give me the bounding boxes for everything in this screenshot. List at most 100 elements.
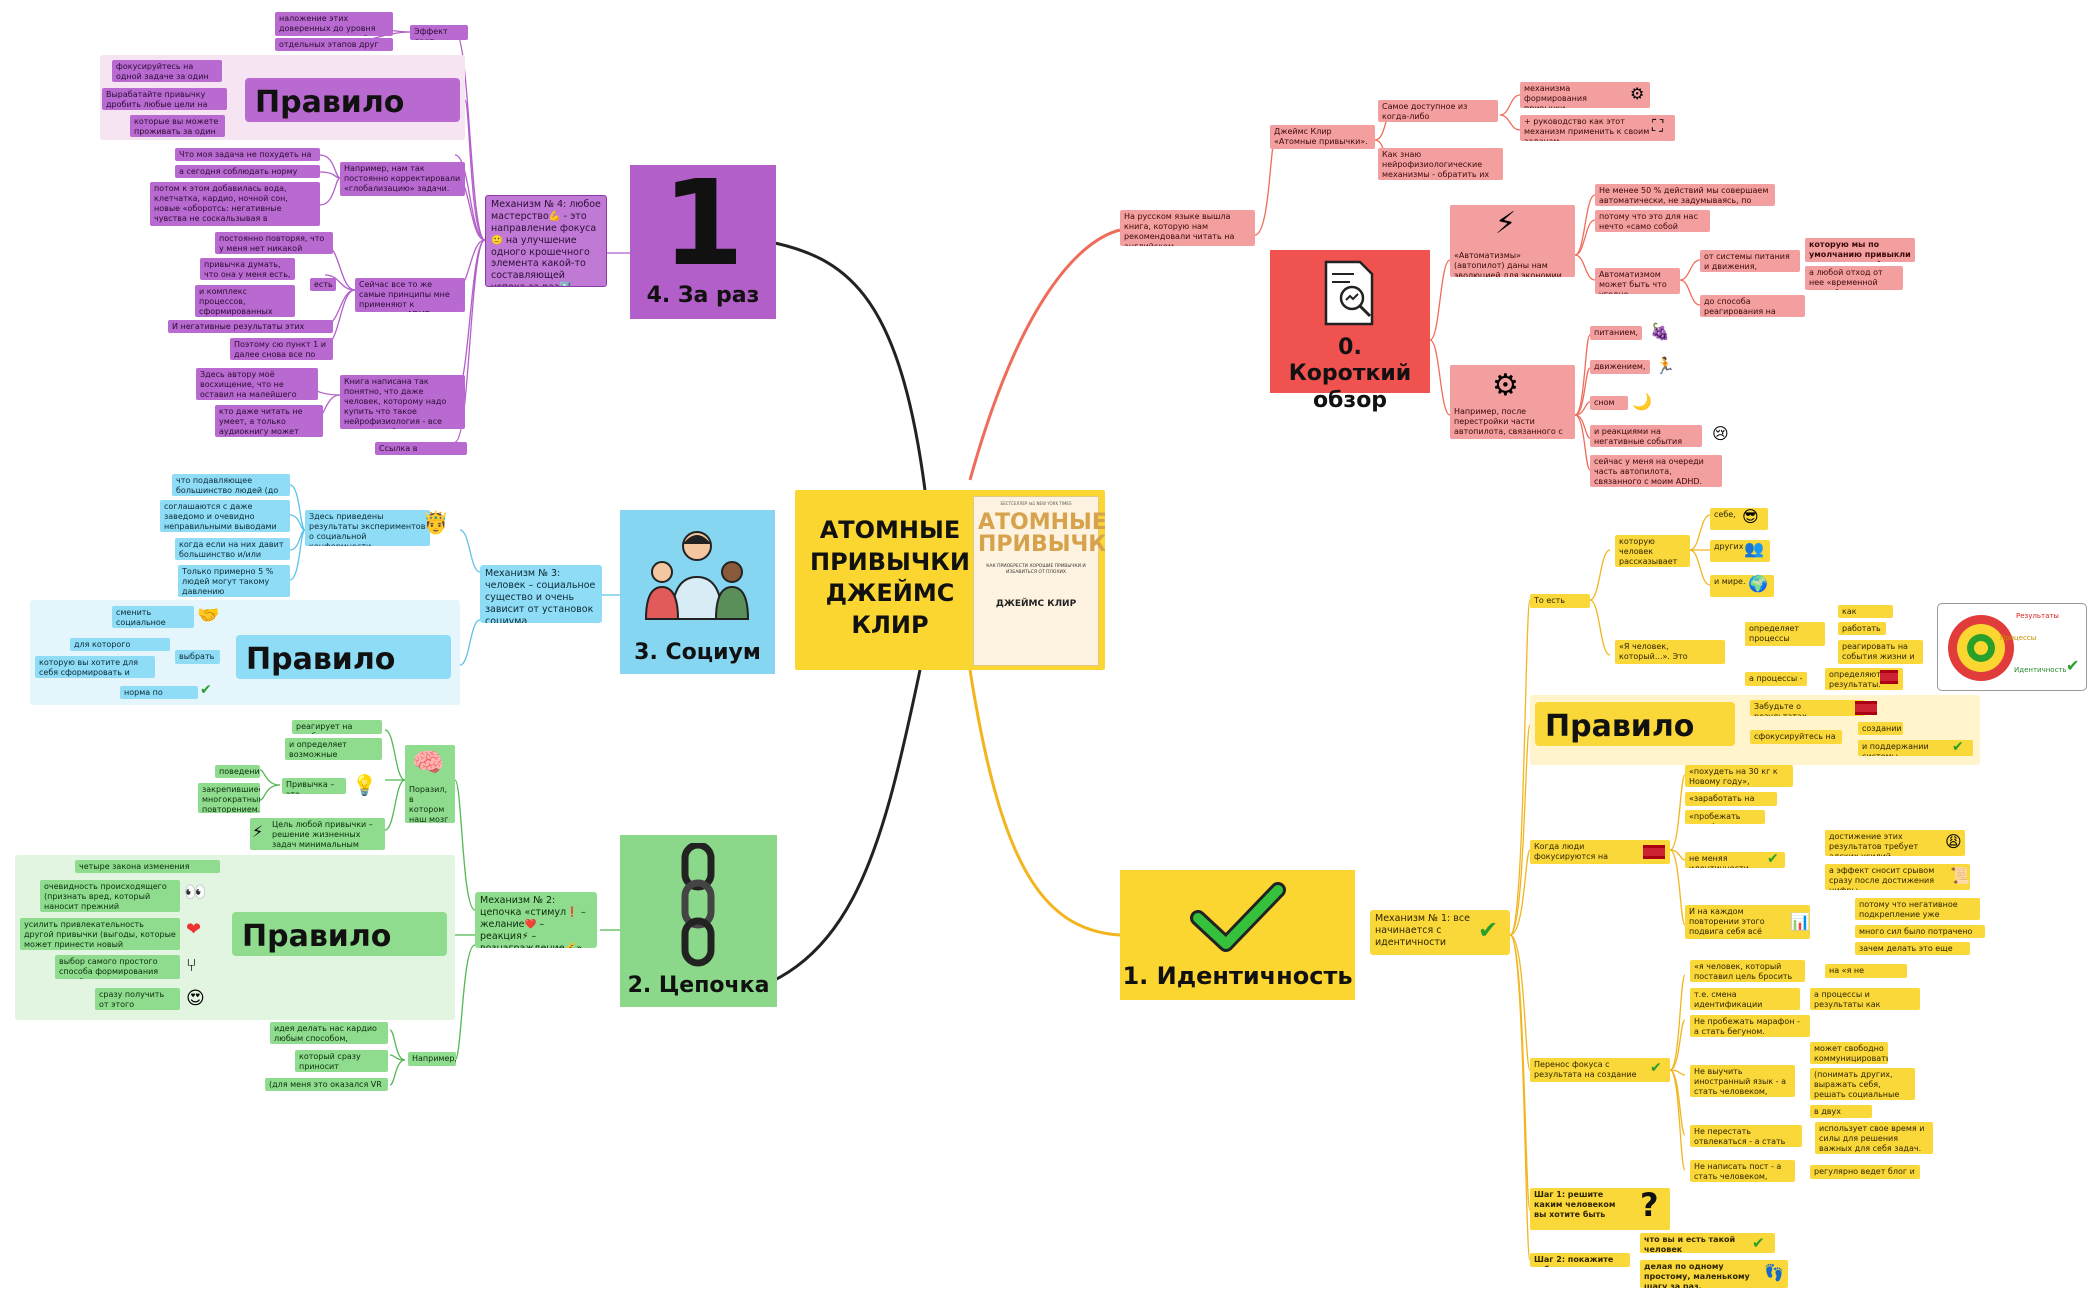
topic-2-chain[interactable]: 2. Цепочка: [620, 835, 777, 1007]
stories-item-2[interactable]: себе,: [1710, 508, 1768, 530]
focus-item-1[interactable]: «похудеть на 30 кг к Новому году»,: [1685, 765, 1793, 787]
example-4-item-2[interactable]: а сегодня соблюдать норму протеина,: [175, 165, 320, 178]
stories-item-3[interactable]: других: [1710, 540, 1770, 562]
example-0-item-2[interactable]: движением,: [1590, 360, 1650, 374]
results-item-3[interactable]: когда если на них давит большинство и/ил…: [175, 538, 290, 560]
rule-1-item-4[interactable]: и поддержании системы: [1858, 740, 1973, 756]
brain-item-5[interactable]: Привычка – это: [282, 778, 346, 794]
results-item-2[interactable]: соглашаются с даже заведомо и очевидно н…: [160, 500, 290, 532]
focus-item-8[interactable]: потому что негативное подкрепление уже с…: [1855, 898, 1980, 920]
shift-item-10[interactable]: Не перестать отвлекаться - а стать челов…: [1690, 1125, 1802, 1147]
book-item-1[interactable]: Здесь автору моё восхищение, что не оста…: [196, 368, 318, 400]
focus-item-10[interactable]: зачем делать это еще раз.: [1855, 942, 1970, 955]
rule-2-item-1[interactable]: четыре закона изменения поведения:: [75, 860, 220, 873]
results-header[interactable]: Здесь приведены результаты экспериментов…: [305, 510, 430, 546]
example-header-4[interactable]: Например, нам так постоянно корректирова…: [340, 162, 465, 196]
shift-header[interactable]: Перенос фокуса с результата на создание …: [1530, 1058, 1670, 1082]
adhd-item-6[interactable]: Поэтому сю пункт 1 и далее снова все по …: [230, 338, 333, 360]
example-4-item-1[interactable]: Что моя задача не похудеть на 60 кг -: [175, 148, 320, 161]
step-2[interactable]: Шаг 2: покажите себе,: [1530, 1253, 1630, 1267]
brain-item-1[interactable]: реагирует на проблемы: [292, 720, 382, 734]
stories-item-8[interactable]: работать: [1838, 622, 1886, 635]
comments-link[interactable]: Ссылка в комментарии: [375, 442, 467, 455]
focus-item-4[interactable]: не меняя идентичности -: [1685, 852, 1785, 868]
rule-3-item-3[interactable]: для которого системы,: [70, 638, 170, 651]
focus-item-2[interactable]: «заработать на квартиру»,: [1685, 792, 1777, 806]
rule-4-item-3[interactable]: которые вы можете проживать за один раз.: [130, 115, 225, 137]
rule-2-item-4[interactable]: выбор самого простого способа формирован…: [55, 955, 180, 979]
shift-item-11[interactable]: использует свое время и силы для решения…: [1815, 1122, 1933, 1154]
topic-0-overview[interactable]: 0. Короткий обзор: [1270, 250, 1430, 413]
stories-item-9[interactable]: реагировать на события жизни и т.д.: [1838, 640, 1923, 664]
topic-1-identity[interactable]: 1. Идентичность: [1120, 870, 1355, 1000]
author-sub-2[interactable]: + руководство как этот механизм применит…: [1520, 115, 1675, 141]
example-0-item-3[interactable]: сном: [1590, 396, 1628, 410]
auto-item-1[interactable]: Не менее 50 % действий мы совершаем авто…: [1595, 184, 1775, 206]
shift-item-7[interactable]: может свободно коммуницировать: [1810, 1042, 1888, 1064]
shift-item-9[interactable]: в двух культурах.: [1810, 1105, 1872, 1118]
step-2-item-2[interactable]: делая по одному простому, маленькому шаг…: [1640, 1260, 1788, 1288]
mechanism-3[interactable]: Механизм № 3: человек – социальное сущес…: [480, 565, 602, 623]
step-2-item-1[interactable]: что вы и есть такой человек: [1640, 1233, 1775, 1253]
brain-item-6[interactable]: Цель любой привычки – решение жизненных …: [250, 818, 385, 850]
topic-3-socium[interactable]: 3. Социум: [620, 510, 775, 674]
focus-item-9[interactable]: много сил было потрачено зря,: [1855, 925, 1985, 938]
overview-intro[interactable]: На русском языке вышла книга, которую на…: [1120, 210, 1255, 246]
mechanism-4[interactable]: Механизм № 4: любое мастерство💪 - это на…: [485, 195, 607, 287]
example-2-item-3[interactable]: (для меня это оказался VR фитнес): [265, 1078, 388, 1091]
example-2-item-1[interactable]: идея делать нас кардио любым способом,: [270, 1022, 388, 1044]
adhd-header[interactable]: Сейчас все то же самые принципы мне прим…: [355, 278, 465, 312]
example-header-2[interactable]: Например,: [408, 1052, 456, 1066]
rule-2-title[interactable]: Правило № 2:: [232, 912, 447, 956]
stories-item-4[interactable]: и мире.: [1710, 575, 1774, 597]
rule-4-item-2[interactable]: Вырабатайте привычку дробить любые цели …: [102, 88, 227, 110]
shift-item-13[interactable]: регулярно ведет блог и т.д.: [1810, 1165, 1920, 1179]
auto-item-2[interactable]: потому что это для нас нечто «само собой…: [1595, 210, 1710, 232]
step-1[interactable]: Шаг 1: решите каким человеком вы хотите …: [1530, 1188, 1670, 1230]
adhd-item-3[interactable]: есть: [310, 278, 336, 291]
results-item-4[interactable]: Только примерно 5 % людей могут такому д…: [178, 565, 290, 597]
shift-item-12[interactable]: Не написать пост - а стать человеком, ко…: [1690, 1160, 1795, 1182]
rule-3-item-5[interactable]: норма по умолчанию: [120, 686, 198, 699]
rule-2-item-2[interactable]: очевидность происходящего (признать вред…: [40, 880, 180, 912]
shift-item-5[interactable]: Не пробежать марафон - а стать бегуном.: [1690, 1015, 1810, 1037]
brain-item-2[interactable]: и определяет возможные решения.: [285, 738, 382, 760]
results-item-1[interactable]: что подавляющее большинство людей (до 95…: [172, 474, 290, 496]
rule-1-item-3[interactable]: создании: [1858, 722, 1903, 735]
example-0-item-1[interactable]: питанием,: [1590, 326, 1642, 340]
shift-item-3[interactable]: т.е. смена идентификации сначала,: [1690, 988, 1800, 1010]
author-item-2[interactable]: Как знаю нейрофизиологические механизмы …: [1378, 148, 1503, 180]
central-topic[interactable]: АТОМНЫЕ ПРИВЫЧКИ ДЖЕЙМС КЛИР БЕСТСЕЛЛЕР …: [795, 490, 1105, 670]
stories-item-5[interactable]: «Я человек, который...». Это история: [1615, 640, 1725, 664]
example-4-item-3[interactable]: потом к этом добавилась вода, клетчатка,…: [150, 182, 320, 226]
brain-item-3[interactable]: поведение,: [215, 765, 260, 778]
focus-item-7[interactable]: И на каждом повторении этого подвига себ…: [1685, 905, 1810, 939]
rule-2-item-3[interactable]: усилить привлекательность другой привычк…: [20, 918, 180, 950]
effect-item-2[interactable]: отдельных этапов друг на друга: [275, 38, 393, 51]
rule-1-title[interactable]: Правило № 1: [1535, 702, 1735, 746]
focus-item-6[interactable]: а эффект сносит срывом сразу после дости…: [1825, 864, 1970, 890]
auto-item-7[interactable]: а любой отход от нее «временной диетой»: [1805, 266, 1903, 290]
brain-header[interactable]: Поразил, в котором наш мозг: [405, 745, 455, 823]
example-header-0[interactable]: Например, после перестройки части автопи…: [1450, 365, 1575, 439]
rule-2-item-5[interactable]: сразу получить от этого удовольствие.: [95, 988, 180, 1010]
rule-1-item-2[interactable]: сфокусируйтесь на: [1750, 730, 1842, 744]
stories-item-10[interactable]: а процессы -: [1745, 672, 1807, 686]
focus-item-3[interactable]: «пробежать марафон»: [1685, 810, 1765, 824]
adhd-item-2[interactable]: привычка думать, что она у меня есть,: [200, 258, 295, 280]
book-item-2[interactable]: кто даже читать не умеет, а только аудио…: [215, 405, 323, 437]
rule-1-item-1[interactable]: Забудьте о результатах,: [1750, 700, 1865, 716]
example-2-item-2[interactable]: который сразу приносит удовольствие:: [295, 1050, 388, 1072]
stories-item-1[interactable]: которую человек рассказывает сам себе о: [1615, 535, 1690, 567]
rule-4-item-1[interactable]: фокусируйтесь на одной задаче за один ра…: [112, 60, 222, 82]
effect-label[interactable]: Эффект дает: [410, 25, 468, 40]
stories-header[interactable]: То есть истории,: [1530, 594, 1590, 608]
rule-4-title[interactable]: Правило № 4:: [245, 78, 460, 122]
adhd-item-5[interactable]: И негативные результаты этих процессов.: [168, 320, 333, 333]
focus-header[interactable]: Когда люди фокусируются на результатах -: [1530, 840, 1670, 864]
stories-item-6[interactable]: определяет процессы: [1745, 622, 1825, 646]
auto-item-5[interactable]: до способа реагирования на события жизни…: [1700, 295, 1805, 317]
stories-item-7[interactable]: как питаться: [1838, 605, 1893, 618]
adhd-item-1[interactable]: постоянно повторяя, что у меня нет никак…: [215, 232, 333, 254]
author-sub-1[interactable]: механизма формирования привычки: [1520, 82, 1650, 108]
